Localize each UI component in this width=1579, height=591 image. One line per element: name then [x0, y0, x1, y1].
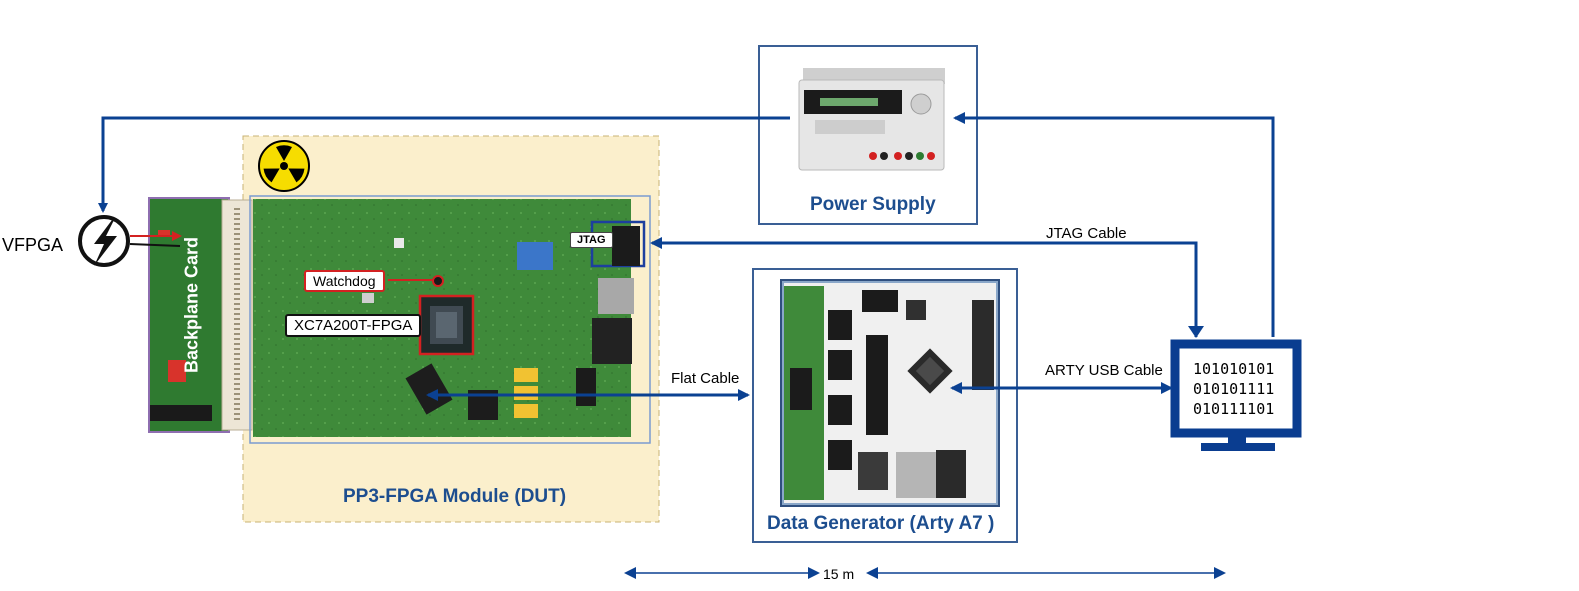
module-title: PP3-FPGA Module (DUT): [343, 486, 567, 507]
power-supply-image: [798, 68, 945, 171]
monitor-icon: [1170, 339, 1302, 451]
arty-usb-cable-label: ARTY USB Cable: [1045, 362, 1163, 379]
lightning-icon: [78, 215, 130, 267]
jtag-cable-label: JTAG Cable: [1046, 225, 1127, 242]
radiation-icon: [258, 140, 310, 192]
data-generator-label: Data Generator (Arty A7 ): [767, 513, 995, 534]
power-to-vfpga-arrow: [98, 116, 790, 213]
flat-cable-label: Flat Cable: [671, 370, 740, 387]
screen-line-1: 101010101: [1193, 360, 1275, 378]
vfpga-wire-black: [129, 243, 181, 247]
power-supply-label: Power Supply: [810, 194, 936, 215]
arty-board-image: [780, 279, 1000, 507]
monitor-screen-text: 101010101 010101111 010111101: [1193, 359, 1274, 419]
backplane-card-label: Backplane Card: [181, 236, 202, 374]
screen-line-3: 010111101: [1193, 400, 1275, 418]
jtag-cable-arrow: [650, 237, 1198, 337]
watchdog-label: Watchdog: [304, 270, 385, 292]
fpga-chip-label: XC7A200T-FPGA: [285, 314, 422, 337]
computer-to-power-arrow: [953, 112, 1275, 337]
backplane-card: [148, 197, 253, 433]
jtag-label: JTAG: [570, 232, 613, 248]
screen-line-2: 010101111: [1193, 380, 1275, 398]
distance-label: 15 m: [823, 566, 855, 582]
vfpga-label: VFPGA: [2, 235, 64, 255]
